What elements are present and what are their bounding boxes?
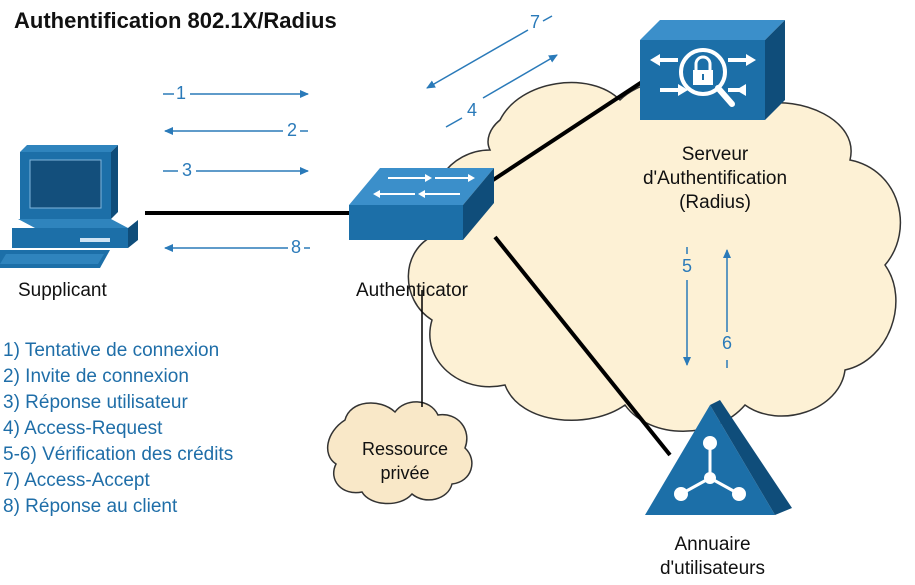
directory-label: Annuaire d'utilisateurs [630, 533, 795, 581]
network-cloud [407, 77, 901, 432]
arrow-label-3: 3 [182, 160, 193, 180]
legend-item: 3) Réponse utilisateur [3, 392, 188, 413]
link-switch-server [488, 78, 647, 184]
arrow-label-5: 5 [682, 256, 693, 276]
directory-label-line1: Annuaire [674, 534, 751, 555]
resource-label-line1: Ressource [361, 439, 449, 459]
switch-icon [349, 168, 494, 240]
arrow-label-7: 7 [530, 12, 541, 32]
link-switch-directory [493, 235, 672, 457]
legend: 1) Tentative de connexion 2) Invite de c… [3, 338, 233, 520]
legend-item: 1) Tentative de connexion [3, 340, 220, 361]
arrow-4 [482, 54, 558, 99]
authenticator-label: Authenticator [356, 280, 468, 301]
legend-item: 8) Réponse au client [3, 496, 178, 517]
server-label: Serveur d'Authentification (Radius) [620, 143, 810, 215]
resource-cloud [326, 401, 473, 505]
legend-item: 5-6) Vérification des crédits [3, 444, 234, 465]
arrow-7 [426, 29, 529, 89]
supplicant-label: Supplicant [18, 280, 107, 301]
page-title: Authentification 802.1X/Radius [14, 8, 337, 33]
arrow-label-2: 2 [287, 120, 298, 140]
legend-item: 4) Access-Request [3, 418, 163, 439]
auth-server-icon [640, 20, 785, 120]
arrow-label-1: 1 [176, 83, 187, 103]
server-label-line1: Serveur [681, 144, 749, 165]
resource-label: Ressource privée [345, 437, 465, 485]
arrow-label-4: 4 [467, 100, 478, 120]
server-label-line2: d'Authentification [642, 168, 788, 189]
server-label-line3: (Radius) [679, 192, 751, 213]
legend-item: 2) Invite de connexion [3, 366, 189, 387]
directory-icon [645, 400, 792, 515]
arrow-label-6: 6 [722, 333, 733, 353]
computer-icon [0, 145, 138, 268]
legend-item: 7) Access-Accept [3, 470, 150, 491]
arrow-label-8: 8 [291, 237, 302, 257]
arrow-4-tail [445, 117, 463, 128]
arrow-7-tail [542, 15, 553, 22]
resource-label-line2: privée [380, 463, 430, 483]
directory-label-line2: d'utilisateurs [659, 558, 765, 579]
